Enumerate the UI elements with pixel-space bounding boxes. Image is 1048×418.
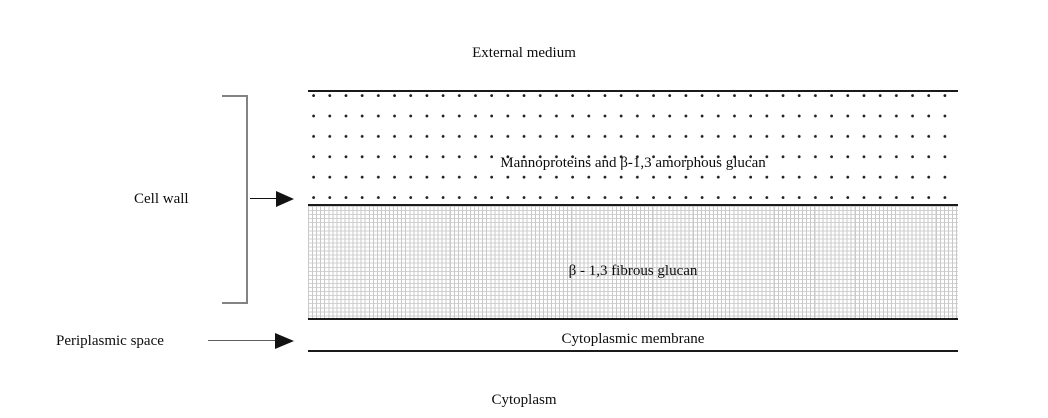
cytoplasm-label: Cytoplasm — [491, 392, 557, 408]
cell-wall-inner-boundary-line — [308, 318, 958, 320]
external-medium-label: External medium — [472, 45, 576, 61]
amorphous-glucan-layer — [308, 92, 958, 204]
bracket-spine — [246, 95, 248, 304]
cytoplasmic-membrane-bottom-line — [308, 350, 958, 352]
periplasmic-space-label: Periplasmic space — [56, 333, 164, 349]
periplasmic-space-arrow-icon — [208, 333, 294, 349]
cell-wall-bracket — [222, 95, 248, 304]
fibrous-glucan-layer — [308, 206, 958, 318]
bracket-tick-top — [222, 95, 248, 97]
arrow-shaft — [250, 198, 280, 199]
arrow-head — [276, 191, 294, 207]
cell-wall-arrow-icon — [250, 191, 294, 207]
arrow-shaft — [208, 340, 278, 341]
cell-wall-layer-divider-line — [308, 204, 958, 206]
cell-wall-stack: Mannoproteins and β-1,3 amorphous glucan… — [308, 90, 958, 320]
arrow-head — [275, 333, 294, 349]
fibrous-layer-label: β - 1,3 fibrous glucan — [568, 263, 698, 279]
cell-wall-label: Cell wall — [134, 191, 189, 207]
amorphous-layer-label: Mannoproteins and β-1,3 amorphous glucan — [500, 155, 766, 171]
cytoplasmic-membrane-band — [308, 320, 958, 352]
cytoplasmic-membrane-label: Cytoplasmic membrane — [561, 331, 705, 347]
bracket-tick-bottom — [222, 302, 248, 304]
cell-wall-outer-boundary-line — [308, 90, 958, 92]
